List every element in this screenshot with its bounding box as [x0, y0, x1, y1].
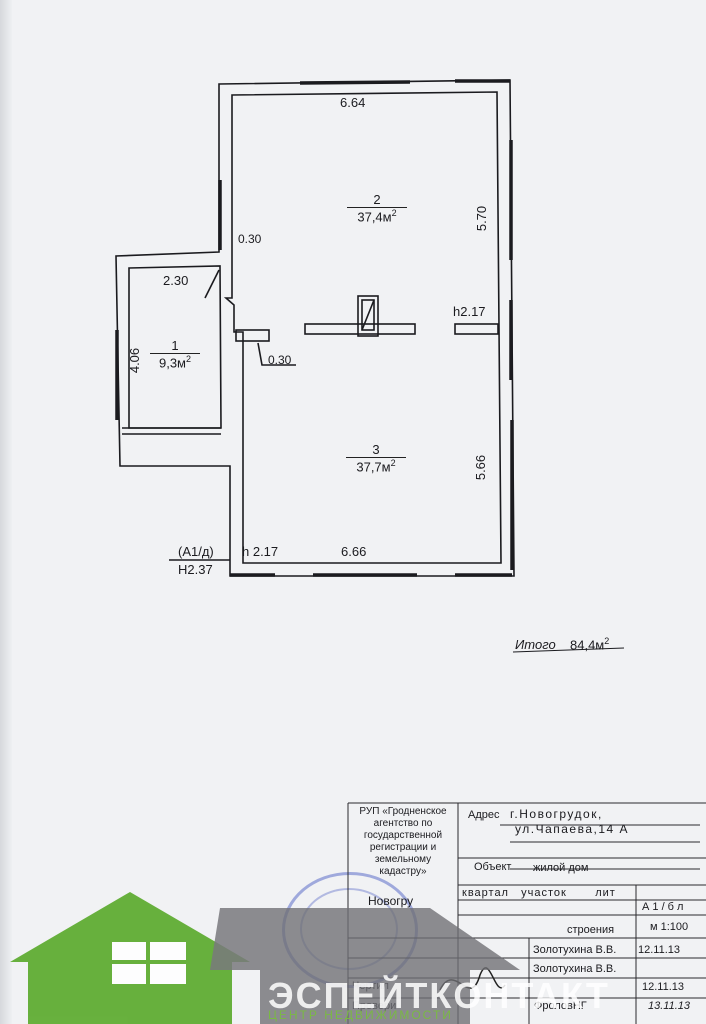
height-right: h2.17 [453, 304, 486, 319]
room-3-area: 37,7м2 [356, 458, 396, 475]
dim-wall-middle: 0.30 [268, 353, 292, 367]
stamp-address-label: Адрес [468, 809, 500, 821]
watermark-subtitle: ЦЕНТР НЕДВИЖИМОСТИ [268, 1008, 453, 1022]
total-label: Итого [515, 637, 556, 652]
stamp-address-line1: г.Новогрудок, [510, 807, 603, 821]
stamp-object-label: Объект [474, 861, 512, 873]
room-1-area: 9,3м2 [158, 354, 192, 371]
stamp-date-3: 13.11.13 [648, 1000, 691, 1012]
scan-edge-shadow [0, 0, 12, 1024]
stamp-object-value: жилой дом [533, 862, 589, 874]
room-3-label: 3 37,7м2 [346, 442, 406, 474]
watermark-brand: ЭСПЕЙТКОНТАКТ [268, 975, 610, 1016]
stamp-person-1: Золотухина В.В. [533, 944, 617, 956]
stamp-scale: м 1:100 [650, 921, 689, 933]
room-3-number: 3 [346, 442, 406, 458]
lit-label: (А1/д) [178, 544, 214, 559]
stamp-person-3: ФроловНГ [534, 1000, 587, 1012]
dim-top-width: 6.64 [340, 95, 366, 110]
total-value: 84,4м2 [570, 636, 610, 653]
dim-bottom-width: 6.66 [341, 544, 367, 559]
room-2-area: 37,4м2 [357, 208, 397, 225]
dim-room1-width: 2.30 [163, 273, 189, 288]
stamp-lit-value: А 1 / б л [642, 901, 684, 913]
room-1-number: 1 [150, 338, 200, 354]
room-2-label: 2 37,4м2 [347, 192, 407, 224]
stamp-person-2: Золотухина В.В. [533, 963, 617, 975]
stamp-address-line2: ул.Чапаева,14 А [515, 822, 630, 836]
height-bottom: h 2.17 [242, 544, 279, 559]
stamp-building-label: строения [567, 924, 615, 936]
room-1-label: 1 9,3м2 [150, 338, 200, 370]
stamp-quarter-row: квартал участок лит [462, 887, 616, 899]
lit-height: H2.37 [178, 562, 213, 577]
room-2-number: 2 [347, 192, 407, 208]
dim-wall-upper: 0.30 [238, 232, 262, 246]
stamp-date-1: 12.11.13 [638, 944, 681, 956]
stamp-organization: РУП «Гродненское агентство по государств… [359, 806, 447, 877]
stamp-date-2: 12.11.13 [642, 981, 685, 993]
stamp-city-partial: Новогру [368, 894, 414, 908]
